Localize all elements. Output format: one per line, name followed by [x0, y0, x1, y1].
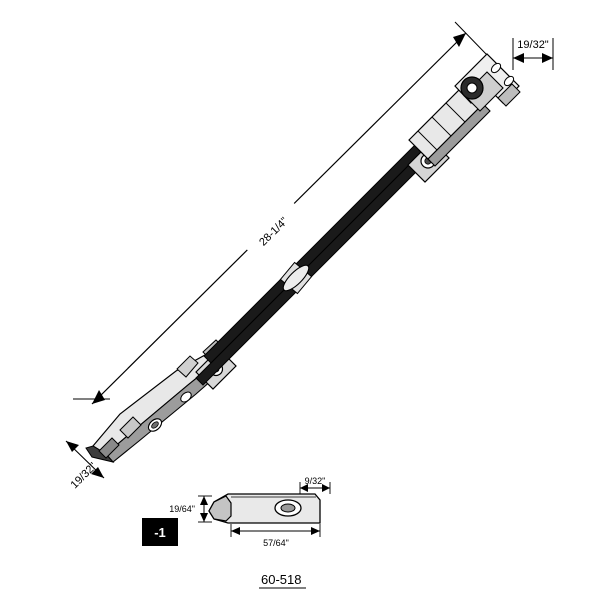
- track-stop-tabs: [98, 416, 142, 459]
- figure-number: 60-518: [259, 572, 306, 589]
- clip-width-dimension: [299, 482, 331, 494]
- clip-height-dimension: [198, 495, 212, 523]
- upper-housing: [408, 84, 491, 167]
- right-end-width-label: 19/32": [517, 39, 549, 51]
- right-end-width-dimension: [512, 38, 554, 70]
- mid-pivot: [282, 264, 310, 292]
- callout-label: -1: [154, 525, 166, 540]
- link-arms: [195, 129, 438, 386]
- left-end-width-label: 19/32": [69, 460, 100, 491]
- dimension-text-mask: [227, 183, 325, 281]
- clip-length-label: 57/64": [263, 538, 289, 548]
- hinge-arm-assembly: [85, 53, 521, 463]
- figure-number-text: 60-518: [261, 572, 301, 587]
- left-end-width-dimension: [65, 440, 105, 479]
- clip-height-label: 19/64": [169, 504, 195, 514]
- clip-detail: [208, 493, 321, 524]
- top-mounting-plate: [454, 53, 521, 112]
- clip-width-label: 9/32": [305, 476, 326, 486]
- clip-length-dimension: [230, 524, 321, 537]
- callout-box: -1: [142, 518, 178, 546]
